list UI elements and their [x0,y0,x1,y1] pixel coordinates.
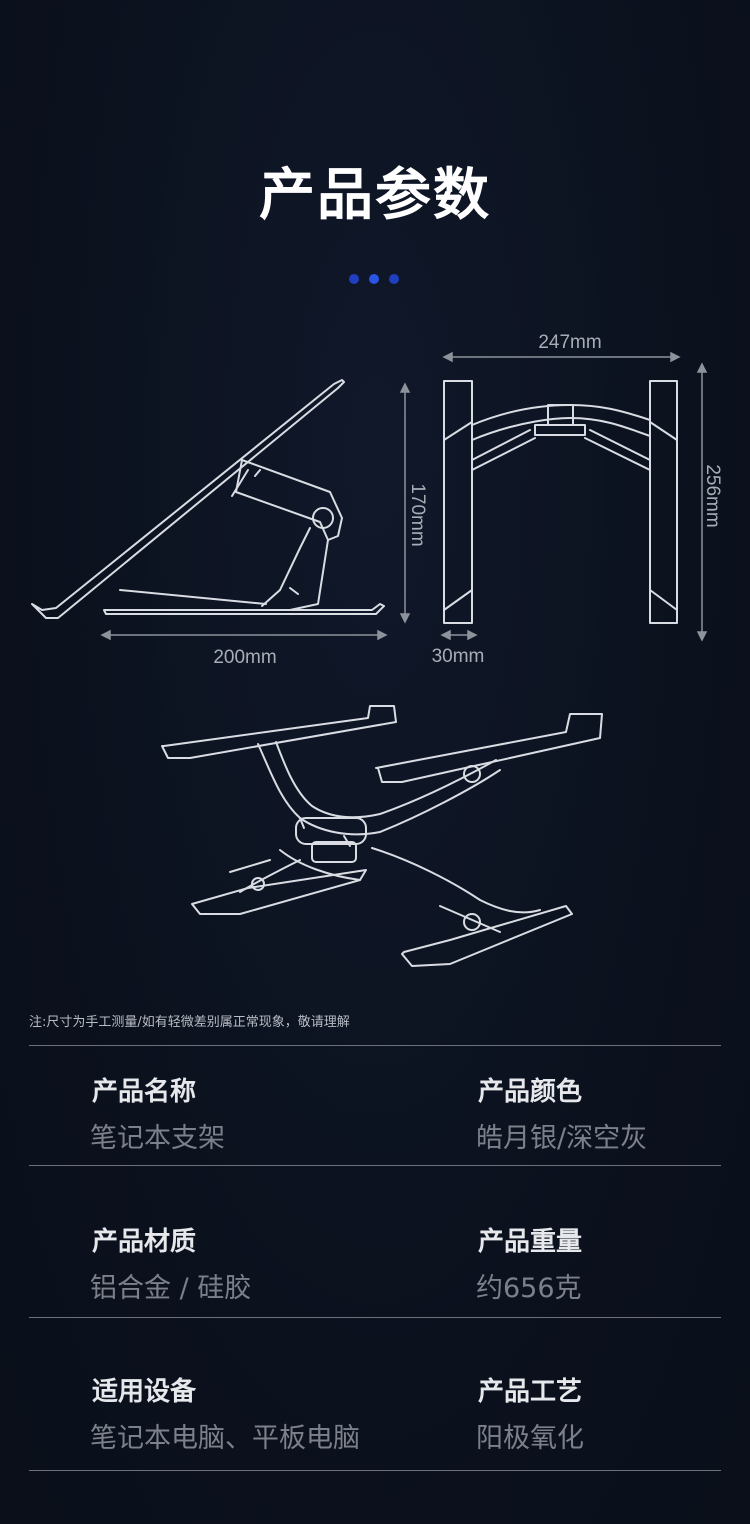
indicator-dot [349,274,359,284]
spec-label-color: 产品颜色 [478,1077,583,1107]
dimension-arm-width [440,629,478,641]
dimension-top-width [442,351,681,363]
spec-label-weight: 产品重量 [478,1227,583,1257]
spec-label-material: 产品材质 [92,1227,197,1257]
product-diagram: 247mm 170mm 256mm 200mm 30mm [31,332,723,967]
height-256-label: 256mm [702,464,723,527]
page-title: 产品参数 [259,163,491,228]
indicator-dot [389,274,399,284]
indicator-dot-active [369,274,379,284]
dimension-front-height [696,362,708,642]
spec-value-process: 阳极氧化 [476,1423,584,1454]
spec-value-color: 皓月银/深空灰 [476,1123,648,1154]
measurement-note: 注:尺寸为手工测量/如有轻微差别属正常现象，敬请理解 [29,1015,350,1030]
spec-value-weight: 约656克 [476,1273,582,1304]
divider [29,1045,721,1046]
side-view-drawing [31,379,385,619]
spec-label-process: 产品工艺 [478,1377,583,1407]
front-view-drawing [443,380,678,624]
divider [29,1165,721,1166]
dimension-base-depth [100,629,388,641]
arm-30-label: 30mm [432,646,485,667]
spec-value-name: 笔记本支架 [90,1123,225,1154]
spec-value-material: 铝合金 / 硅胶 [90,1273,252,1304]
depth-200-label: 200mm [213,647,276,668]
divider [29,1317,721,1318]
dimension-side-height [399,382,411,624]
spec-value-devices: 笔记本电脑、平板电脑 [90,1423,360,1454]
width-247-label: 247mm [538,332,601,353]
divider [29,1470,721,1471]
perspective-view-drawing [161,705,603,967]
spec-label-devices: 适用设备 [92,1377,197,1407]
height-170-label: 170mm [407,483,428,546]
spec-label-name: 产品名称 [92,1077,197,1107]
section-indicator-dots [349,274,399,284]
